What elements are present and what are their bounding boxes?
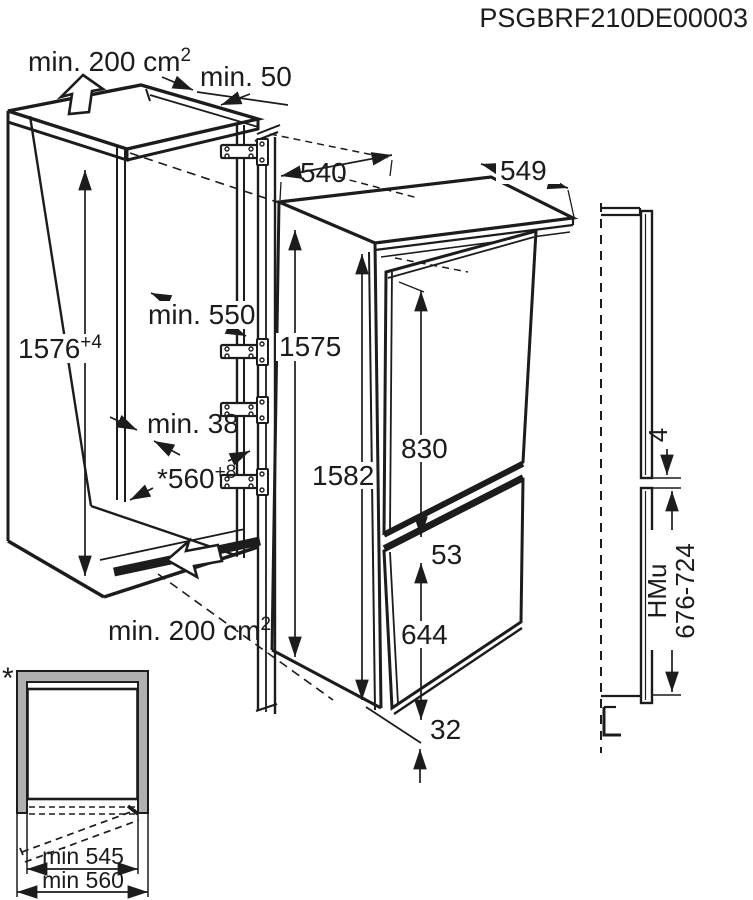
niche-width-value: *560	[157, 463, 215, 494]
width-dashed-leader-2	[269, 133, 389, 159]
fridge-door-inner-top	[387, 236, 535, 279]
niche-height-value: 1576	[18, 333, 80, 364]
door-panel-bottom-cap	[255, 702, 278, 713]
dim-rear-gap-arrow-b	[220, 91, 251, 106]
top-vent-area-label: min. 200 cm2	[28, 45, 191, 77]
sliding-hinges	[219, 138, 269, 496]
hinge-bracket	[219, 338, 269, 366]
niche-height-tolerance: +4	[80, 332, 102, 353]
inset-inner-width-label: min 545	[42, 843, 124, 869]
dim-rear-gap-arrow-a	[161, 75, 194, 91]
dim-appliance-width-ext-a	[279, 181, 282, 201]
dim-niche-width-arrow-a	[129, 484, 154, 501]
niche-depth-label: min. 550	[148, 299, 255, 330]
dim-appliance-width-line	[280, 152, 393, 179]
bottom-vent-area-sup: 2	[261, 614, 272, 635]
niche-left-panel-inner-edge	[28, 115, 93, 507]
door-gap-label: 53	[431, 539, 462, 570]
rear-channel-edge	[145, 88, 151, 102]
niche-width-tolerance: +8	[215, 462, 237, 483]
dim-clearance-arrow-b	[153, 440, 181, 457]
inset-appliance-outline	[26, 687, 139, 801]
projection-dashed-line	[129, 152, 278, 203]
door-divider-lower	[382, 474, 525, 551]
label-backgrounds	[14, 157, 712, 650]
niche-top-panel-thickness	[6, 111, 129, 163]
inset-door-swing-2	[24, 819, 140, 863]
section-hmu-range-label: 676-724	[670, 543, 700, 638]
rear-wall-edge	[149, 94, 259, 128]
dim-clearance-arrow-a	[109, 415, 138, 431]
inset-walls	[16, 670, 149, 814]
inset-outer-width-label: min 560	[42, 867, 124, 893]
bottom-clearance-label: 32	[430, 714, 461, 745]
niche-drawing	[6, 73, 334, 701]
appliance-bottom-edge	[271, 648, 382, 710]
width-dashed-leader	[337, 176, 419, 199]
fridge-door-height-label: 830	[401, 433, 448, 464]
dim-rear-gap-leader	[196, 91, 289, 106]
freezer-door-inner-left	[389, 551, 399, 705]
rear-gap-label: min. 50	[200, 61, 292, 92]
inset-hinge-mark	[126, 804, 140, 816]
top-plate-underline	[380, 231, 571, 258]
appliance-front-edge	[373, 242, 383, 709]
appliance-back-edge	[270, 201, 281, 651]
inset-door-swing-1	[21, 809, 137, 853]
top-vent-area-value: min. 200 cm	[28, 46, 181, 77]
niche-top-panel-thickness-right	[126, 119, 260, 162]
fridge-door-inner-left	[389, 269, 393, 531]
door-divider-upper	[382, 461, 525, 538]
upper-door-panel	[639, 209, 654, 480]
diagram-title: PSGBRF210DE00003	[479, 3, 748, 33]
top-face-dashed-edge	[394, 257, 469, 273]
dim-fridge-door-ext	[398, 281, 425, 293]
door-panel-top-cap-2	[256, 124, 281, 135]
niche-top-view-inset	[16, 670, 149, 897]
appliance-width-label: 540	[300, 157, 347, 188]
niche-width-label: *560+8	[157, 462, 236, 494]
appliance-height-front-label: 1582	[312, 460, 374, 491]
inset-marker-label: *	[2, 662, 14, 695]
door-clearance-label: min. 38	[147, 408, 239, 439]
top-plate-thickness	[374, 223, 574, 252]
dim-niche-width-arrow-b	[227, 450, 251, 466]
top-vent-area-sup: 2	[181, 45, 192, 66]
freezer-door-height-label: 644	[401, 619, 448, 650]
bottom-vent-area-label: min. 200 cm2	[108, 614, 271, 646]
plinth-top-edge	[99, 528, 246, 561]
niche-height-label: 1576+4	[18, 332, 102, 364]
airflow-arrow-up-icon	[56, 73, 107, 116]
hinge-bracket	[219, 138, 269, 166]
section-gap-label: 4	[643, 428, 673, 442]
bottom-vent-area-value: min. 200 cm	[108, 615, 261, 646]
hinge-bracket	[219, 468, 269, 496]
projection-dashed-line-bottom	[157, 573, 334, 701]
dim-appliance-depth-ext	[567, 189, 575, 218]
appliance-depth-label: 549	[500, 155, 547, 186]
floor-leader-line	[365, 706, 422, 744]
hinge-bracket	[219, 396, 269, 424]
section-hmu-label: HMu	[642, 564, 672, 619]
inset-door-swing-hook	[19, 847, 24, 856]
plinth-front-edge	[103, 545, 259, 599]
section-plinth	[602, 707, 621, 737]
appliance-height-rear-label: 1575	[279, 331, 341, 362]
dim-appliance-width-ext-b	[389, 159, 393, 177]
side-section-drawing	[600, 203, 681, 753]
airflow-arrow-plinth-icon	[164, 537, 224, 580]
niche-bottom-left-edge	[7, 539, 105, 599]
